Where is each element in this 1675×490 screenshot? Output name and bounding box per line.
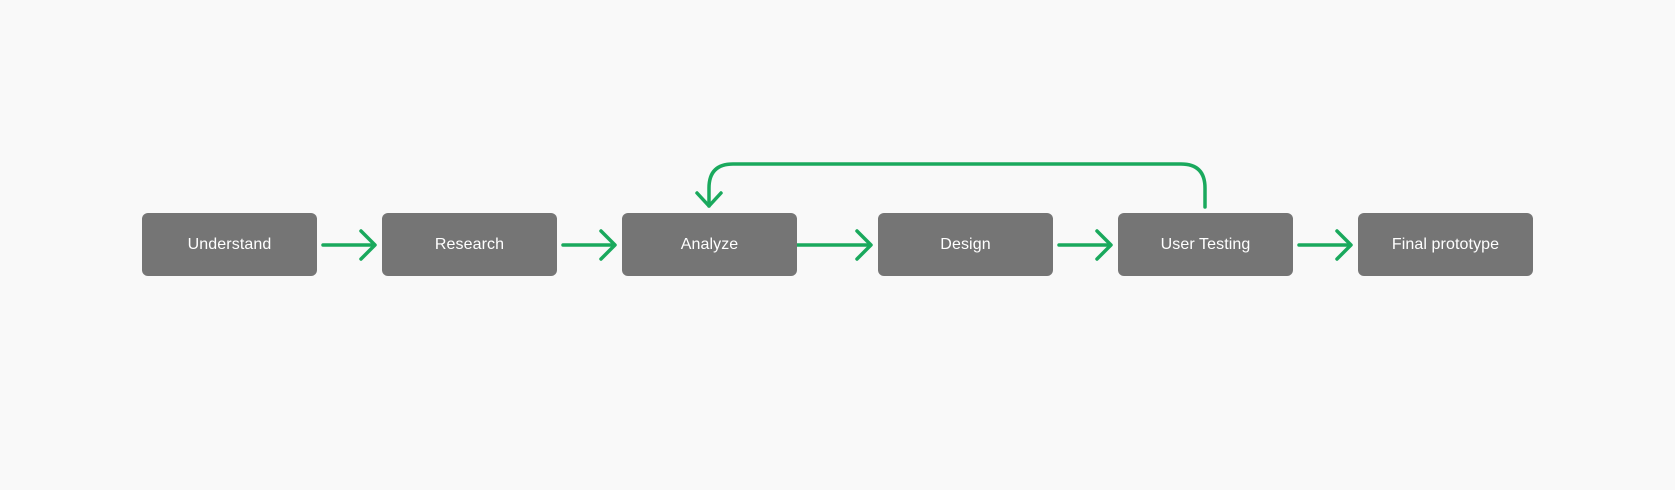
node-user-testing[interactable]: User Testing: [1118, 213, 1293, 276]
node-analyze[interactable]: Analyze: [622, 213, 797, 276]
arrow-research-to-analyze: [561, 229, 617, 261]
node-label: Design: [940, 235, 991, 253]
node-label: User Testing: [1160, 235, 1251, 253]
node-understand[interactable]: Understand: [142, 213, 317, 276]
node-label: Final prototype: [1391, 235, 1500, 253]
node-label: Research: [434, 235, 505, 253]
node-design[interactable]: Design: [878, 213, 1053, 276]
feedback-loop-arrow: [695, 162, 1207, 209]
node-label: Understand: [187, 235, 272, 253]
arrow-user-testing-to-final-prototype: [1297, 229, 1353, 261]
node-final-prototype[interactable]: Final prototype: [1358, 213, 1533, 276]
node-research[interactable]: Research: [382, 213, 557, 276]
arrow-understand-to-research: [321, 229, 377, 261]
arrow-design-to-user-testing: [1057, 229, 1113, 261]
arrow-analyze-to-design: [795, 229, 873, 261]
node-label: Analyze: [680, 235, 739, 253]
